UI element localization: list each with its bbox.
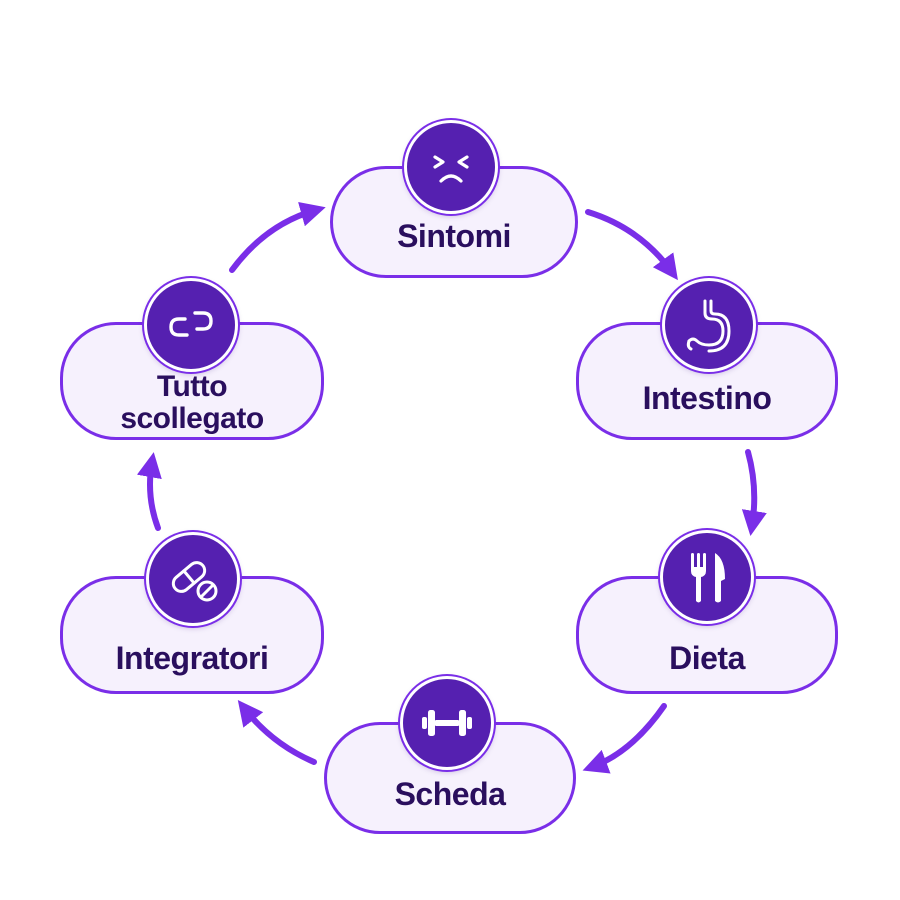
- node-scheda-label: Scheda: [394, 776, 506, 812]
- stomach-icon: [662, 278, 756, 372]
- fork-knife-icon: [660, 530, 754, 624]
- arrow-integratori-to-tutto-scollegato: [136, 452, 162, 531]
- node-sintomi-pill: Sintomi: [330, 166, 578, 278]
- node-intestino-label: Intestino: [642, 380, 772, 416]
- node-sintomi-label: Sintomi: [397, 218, 511, 254]
- sad-face-icon: [404, 120, 498, 214]
- arrow-scheda-to-integratori: [237, 700, 317, 765]
- node-intestino: Intestino: [576, 264, 838, 444]
- arrow-tutto-scollegato-to-sintomi: [229, 201, 326, 273]
- node-dieta-label: Dieta: [669, 640, 745, 676]
- node-sintomi: Sintomi: [330, 120, 578, 282]
- broken-link-icon: [144, 278, 238, 372]
- node-tutto-scollegato-label: Tutto scollegato: [120, 370, 264, 435]
- pills-icon: [146, 532, 240, 626]
- node-tutto-scollegato: Tutto scollegato: [60, 278, 324, 442]
- node-scheda: Scheda: [324, 676, 576, 838]
- arrow-sintomi-to-intestino: [585, 209, 678, 281]
- node-integratori: Integratori: [60, 532, 324, 696]
- arrow-intestino-to-dieta: [741, 449, 767, 536]
- dumbbell-icon: [400, 676, 494, 770]
- arrow-dieta-to-scheda: [582, 703, 667, 774]
- node-dieta: Dieta: [576, 530, 838, 696]
- node-integratori-label: Integratori: [115, 640, 269, 676]
